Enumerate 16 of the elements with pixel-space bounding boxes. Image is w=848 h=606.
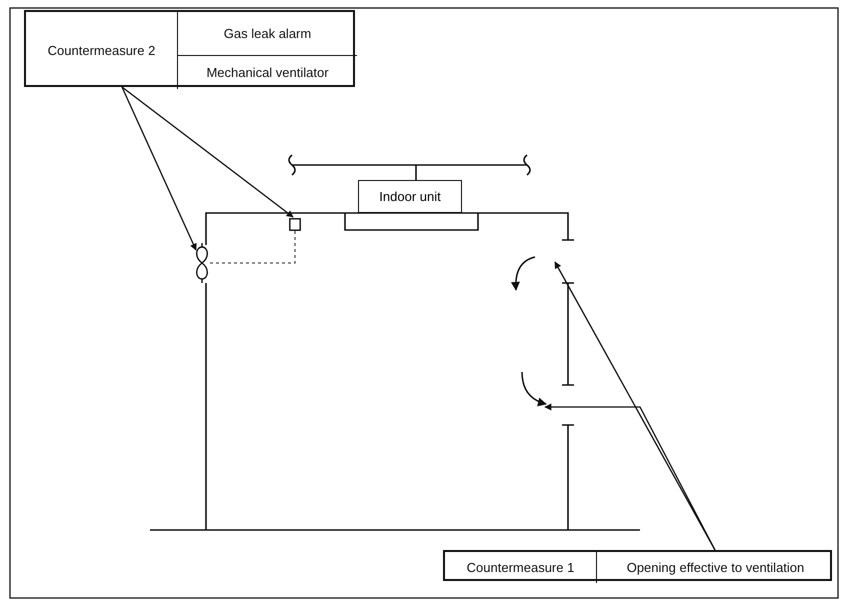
callout-heading: Countermeasure 1 [466, 559, 576, 577]
callout-table [24, 10, 355, 87]
leader-line [554, 261, 716, 550]
callout-item: Mechanical ventilator [177, 55, 357, 89]
ventilator-fan-icon [196, 243, 208, 283]
leader-line [544, 404, 716, 550]
signal-line [208, 231, 296, 264]
callout-table [443, 550, 832, 581]
leader-line [121, 86, 197, 251]
gas-alarm-icon [289, 218, 301, 231]
callout-item: Gas leak alarm [177, 12, 357, 55]
unit-label: Indoor unit [379, 189, 441, 204]
indoor-unit-box [358, 180, 462, 213]
callout-item: Opening effective to ventilation [596, 552, 834, 583]
leader-line [122, 86, 294, 218]
callout-heading: Countermeasure 2 [46, 42, 156, 60]
